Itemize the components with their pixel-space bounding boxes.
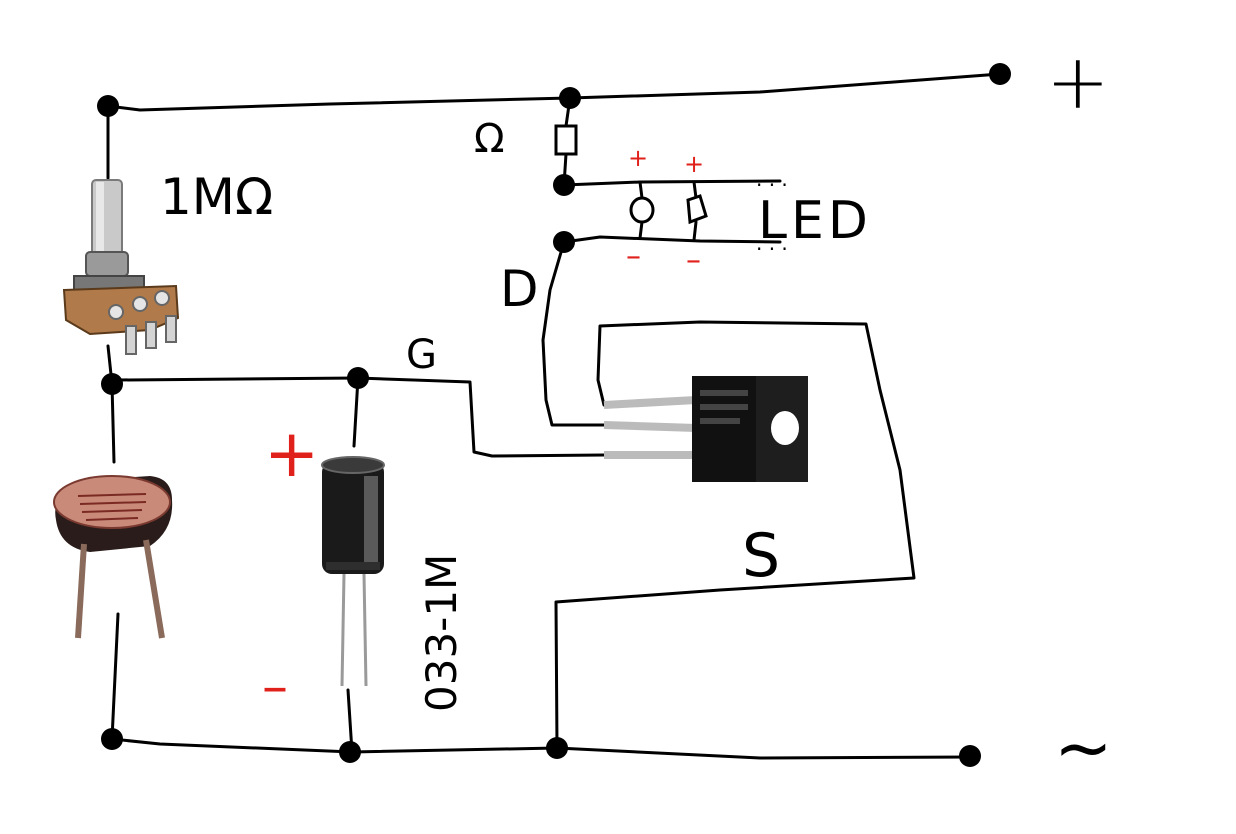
pot-value-label: 1MΩ	[160, 168, 273, 226]
ldr-top-wire	[110, 382, 116, 464]
source-loop-wire	[554, 320, 916, 750]
led-anode-wire	[562, 179, 782, 187]
potentiometer	[62, 179, 180, 355]
gate-label: G	[406, 332, 437, 378]
resistor-label: Ω	[474, 116, 505, 162]
plus-terminal-label: +	[1046, 37, 1110, 126]
led2-leads	[692, 180, 698, 242]
led-cathode-wire	[562, 235, 782, 244]
resistor-symbol	[554, 124, 578, 156]
led-dots: . . .	[756, 167, 788, 191]
mosfet-transistor	[603, 376, 808, 482]
led-dots-lower: . . .	[756, 231, 788, 255]
led-label: LED	[758, 191, 872, 251]
node-dot	[347, 367, 369, 389]
node-dot	[339, 741, 361, 763]
cap-top-wire	[352, 376, 360, 448]
capacitor-minus-mark: –	[262, 657, 288, 717]
capacitor-value-label: 033-1M	[417, 554, 466, 712]
node-dot	[97, 95, 119, 117]
top-rail-wire	[106, 72, 1002, 112]
drain-wire	[541, 240, 606, 427]
wires	[106, 72, 1002, 760]
ldr-bottom-wire	[110, 612, 120, 741]
bottom-rail-wire	[110, 737, 974, 760]
led2-minus-mark: –	[686, 243, 701, 278]
node-dot	[959, 745, 981, 767]
minus-terminal-label: ~	[1054, 707, 1113, 789]
drain-label: D	[500, 260, 539, 318]
node-dot	[553, 174, 575, 196]
capacitor-plus-mark: +	[264, 415, 319, 492]
node-dot	[101, 728, 123, 750]
led-2	[686, 194, 708, 225]
source-label: S	[742, 521, 780, 591]
photoresistor	[53, 475, 173, 639]
junction-nodes	[97, 63, 1011, 767]
led2-plus-mark: +	[684, 150, 704, 178]
node-dot	[553, 231, 575, 253]
node-dot	[546, 737, 568, 759]
electrolytic-capacitor	[321, 456, 385, 687]
node-dot	[989, 63, 1011, 85]
led1-minus-mark: –	[626, 239, 641, 274]
led1-leads	[638, 180, 644, 240]
led1-plus-mark: +	[628, 144, 648, 172]
node-dot	[559, 87, 581, 109]
node-dot	[101, 373, 123, 395]
led-1	[629, 196, 655, 224]
